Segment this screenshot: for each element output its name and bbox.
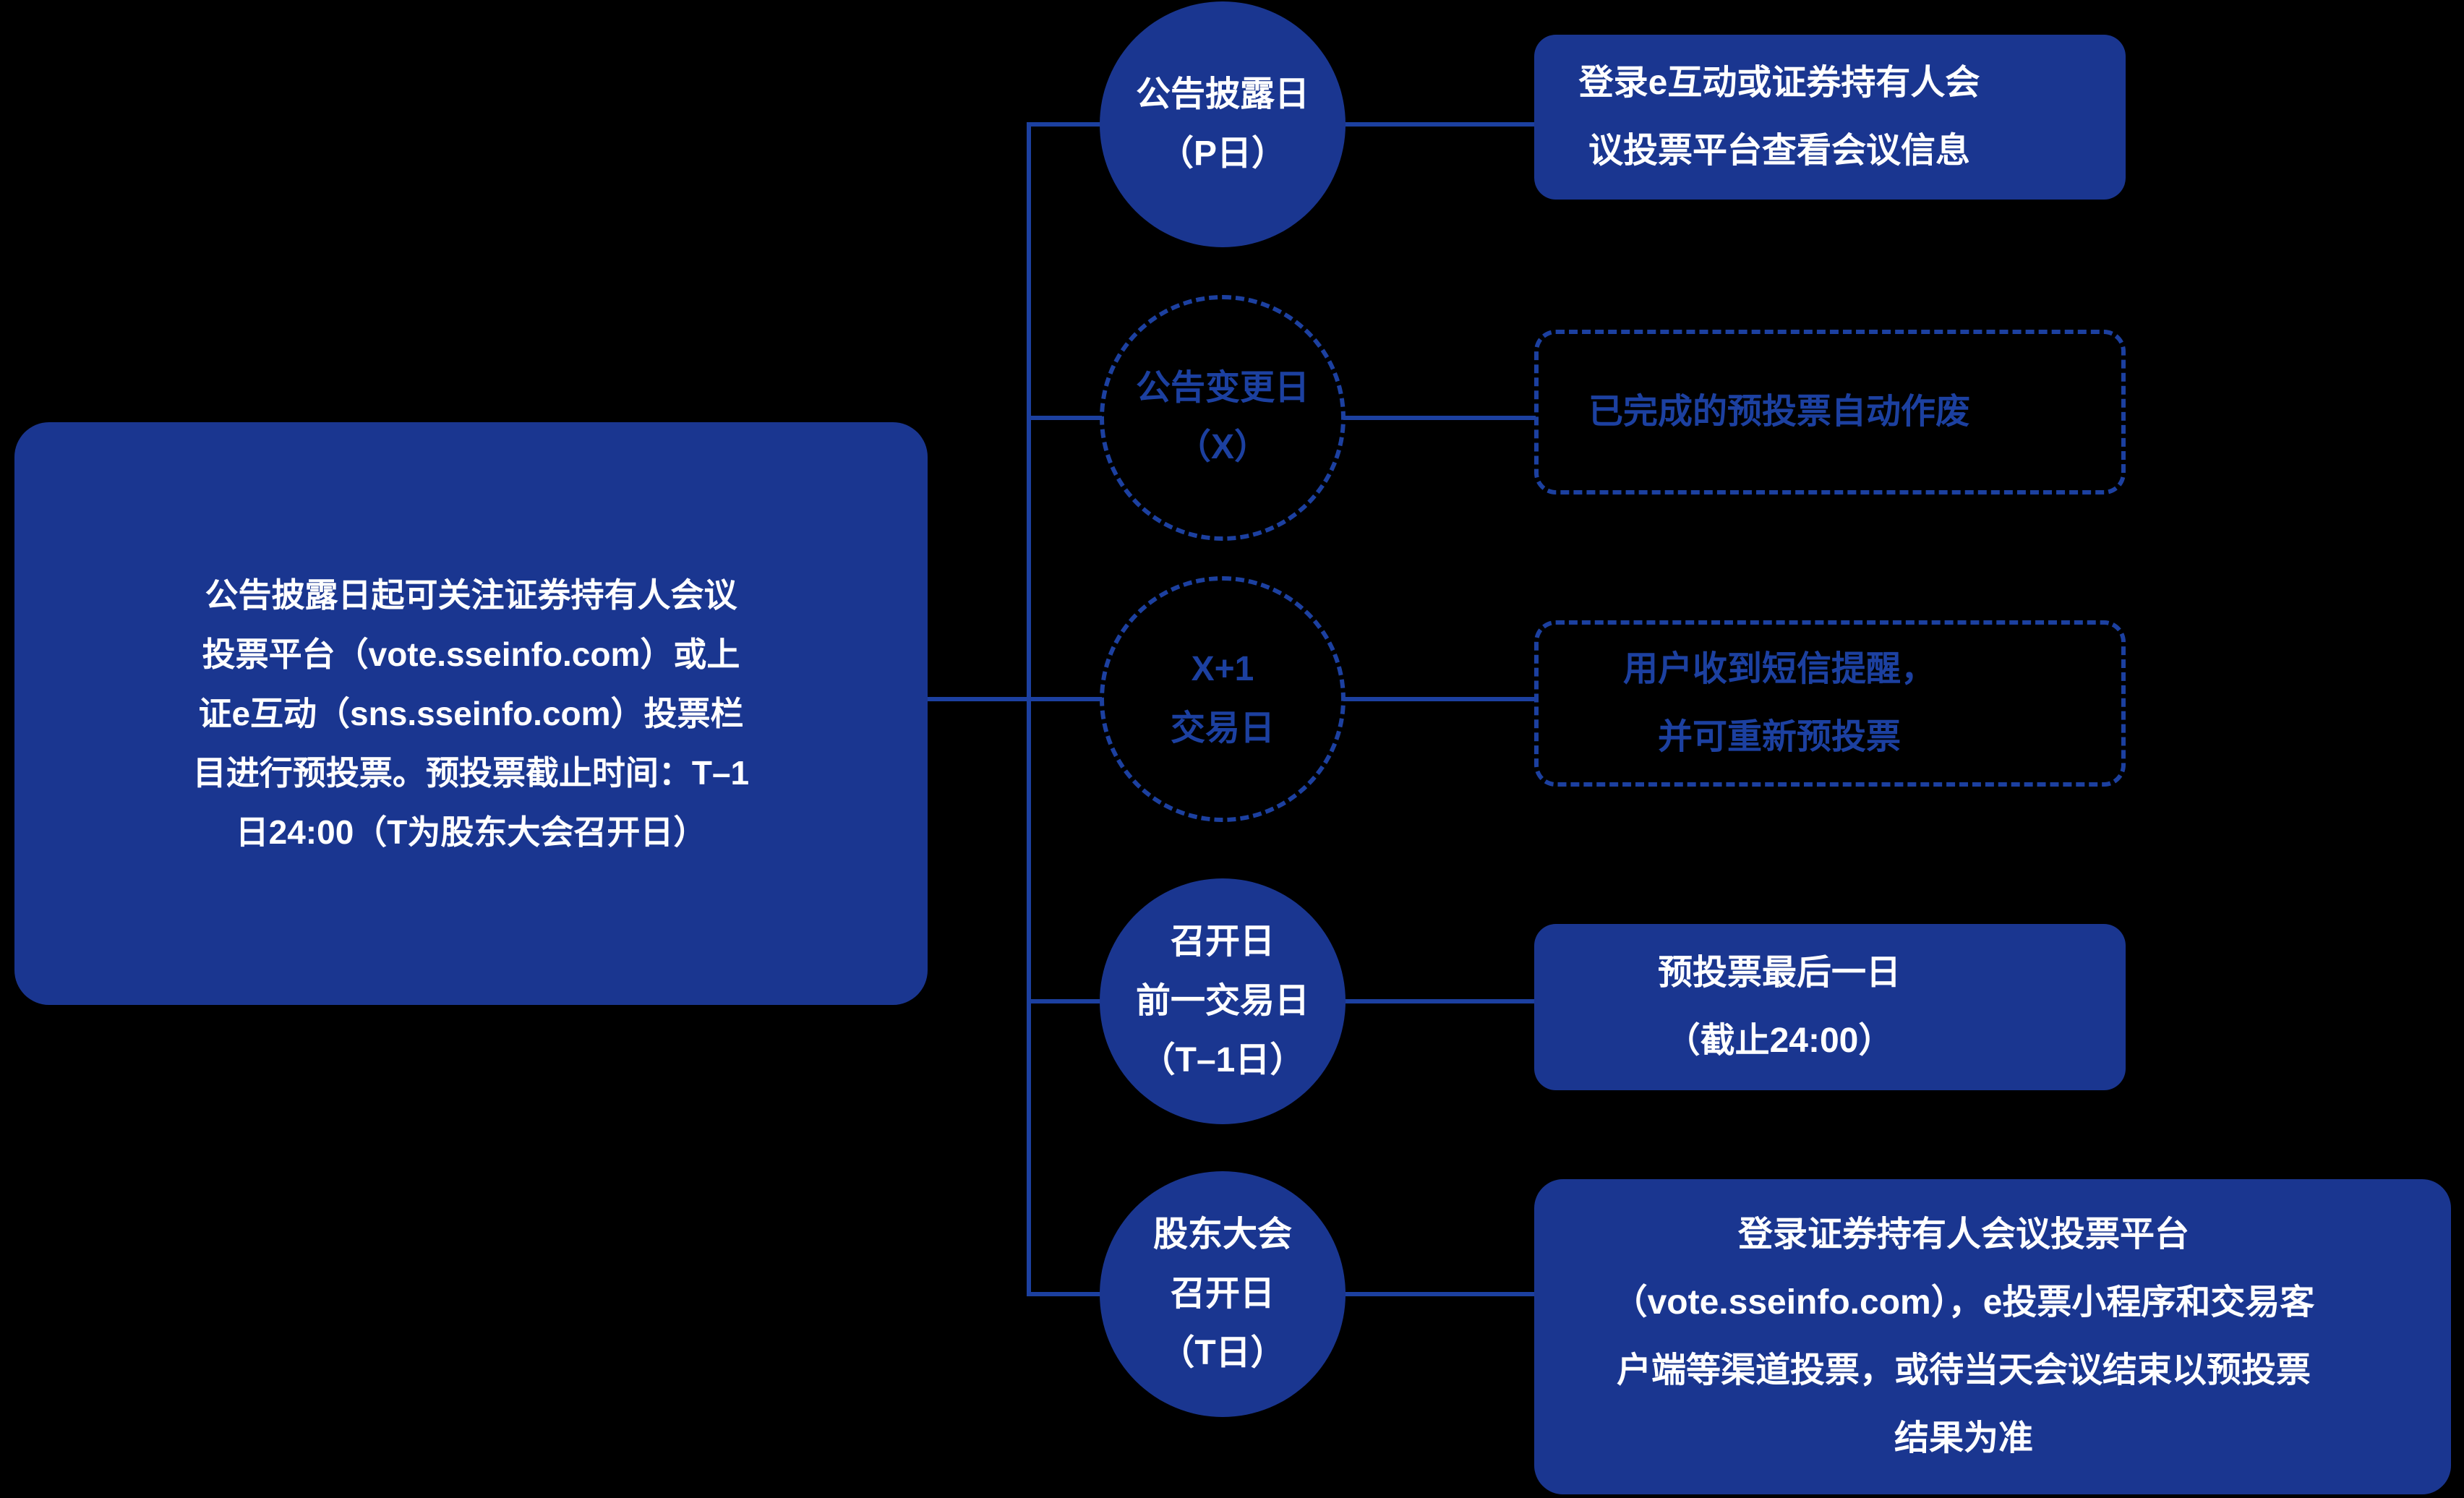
circle-label-line: 交易日 — [1170, 709, 1275, 748]
branch-line-node-2 — [1343, 416, 1536, 420]
intro-text-line: 公告披露日起可关注证券持有人会议 — [205, 576, 737, 614]
result-box-line: 登录证券持有人会议投票平台 — [1737, 1215, 2189, 1254]
stub-line-node-2 — [1027, 416, 1102, 420]
result-box-line: 用户收到短信提醒， — [1622, 650, 1935, 688]
intro-text-line: 日24:00（T为股东大会召开日） — [235, 813, 707, 851]
node-circle-announcement-change-day: 公告变更日 （X） — [1100, 295, 1346, 541]
intro-text-line: 证e互动（sns.sseinfo.com）投票栏 — [198, 695, 744, 732]
result-box-line: 登录e互动或证券持有人会 — [1578, 64, 1980, 102]
result-box-trading-day-before-meeting: 预投票最后一日 （截止24:00） — [1534, 924, 2126, 1090]
intro-text-line: 投票平台（vote.sseinfo.com）或上 — [202, 635, 740, 673]
intro-text-line: 目进行预投票。预投票截止时间：T–1 — [192, 754, 750, 792]
stub-line-node-4 — [1027, 999, 1102, 1003]
circle-label-line: 股东大会 — [1152, 1215, 1292, 1254]
result-box-line: （截止24:00） — [1665, 1022, 1894, 1060]
circle-label-line: 公告披露日 — [1135, 75, 1309, 114]
circle-label-line: 公告变更日 — [1135, 369, 1309, 407]
result-box-line: 预投票最后一日 — [1657, 954, 1901, 992]
result-box-announcement-change-day: 已完成的预投票自动作废 — [1534, 330, 2126, 495]
result-box-announcement-disclosure-day: 登录e互动或证券持有人会 议投票平台查看会议信息 — [1534, 35, 2126, 200]
intro-to-trunk-line — [926, 697, 1102, 701]
circle-label-line: （T日） — [1160, 1334, 1286, 1372]
stub-line-node-5 — [1027, 1292, 1102, 1296]
node-circle-shareholders-meeting-day: 股东大会 召开日 （T日） — [1100, 1171, 1346, 1417]
branch-line-node-1 — [1343, 122, 1536, 127]
circle-label-line: X+1 — [1191, 650, 1254, 688]
result-box-line: 议投票平台查看会议信息 — [1588, 132, 1970, 170]
circle-label-line: （X） — [1176, 428, 1270, 466]
circle-label-line: 召开日 — [1170, 923, 1275, 961]
result-box-line: 结果为准 — [1894, 1419, 2033, 1458]
intro-box: 公告披露日起可关注证券持有人会议 投票平台（vote.sseinfo.com）或… — [14, 422, 928, 1005]
result-box-shareholders-meeting-day: 登录证券持有人会议投票平台 （vote.sseinfo.com），e投票小程序和… — [1534, 1179, 2451, 1494]
branch-line-node-3 — [1343, 697, 1536, 701]
circle-label-line: （P日） — [1158, 134, 1287, 173]
branch-line-node-4 — [1343, 999, 1536, 1003]
result-box-line: （vote.sseinfo.com），e投票小程序和交易客 — [1612, 1283, 2315, 1322]
stub-line-node-1 — [1027, 122, 1102, 127]
result-box-line: 已完成的预投票自动作废 — [1588, 393, 1970, 431]
circle-label-line: （T–1日） — [1140, 1041, 1305, 1079]
node-circle-announcement-disclosure-day: 公告披露日 （P日） — [1100, 1, 1346, 247]
branch-line-node-5 — [1343, 1292, 1536, 1296]
circle-label-line: 召开日 — [1170, 1275, 1275, 1313]
trunk-line — [1027, 122, 1031, 1296]
result-box-line: 并可重新预投票 — [1657, 718, 1901, 756]
result-box-x-plus-1-trading-day: 用户收到短信提醒， 并可重新预投票 — [1534, 620, 2126, 787]
result-box-line: 户端等渠道投票，或待当天会议结束以预投票 — [1616, 1351, 2311, 1390]
circle-label-line: 前一交易日 — [1135, 982, 1309, 1020]
node-circle-trading-day-before-meeting: 召开日 前一交易日 （T–1日） — [1100, 878, 1346, 1124]
node-circle-x-plus-1-trading-day: X+1 交易日 — [1100, 576, 1346, 822]
